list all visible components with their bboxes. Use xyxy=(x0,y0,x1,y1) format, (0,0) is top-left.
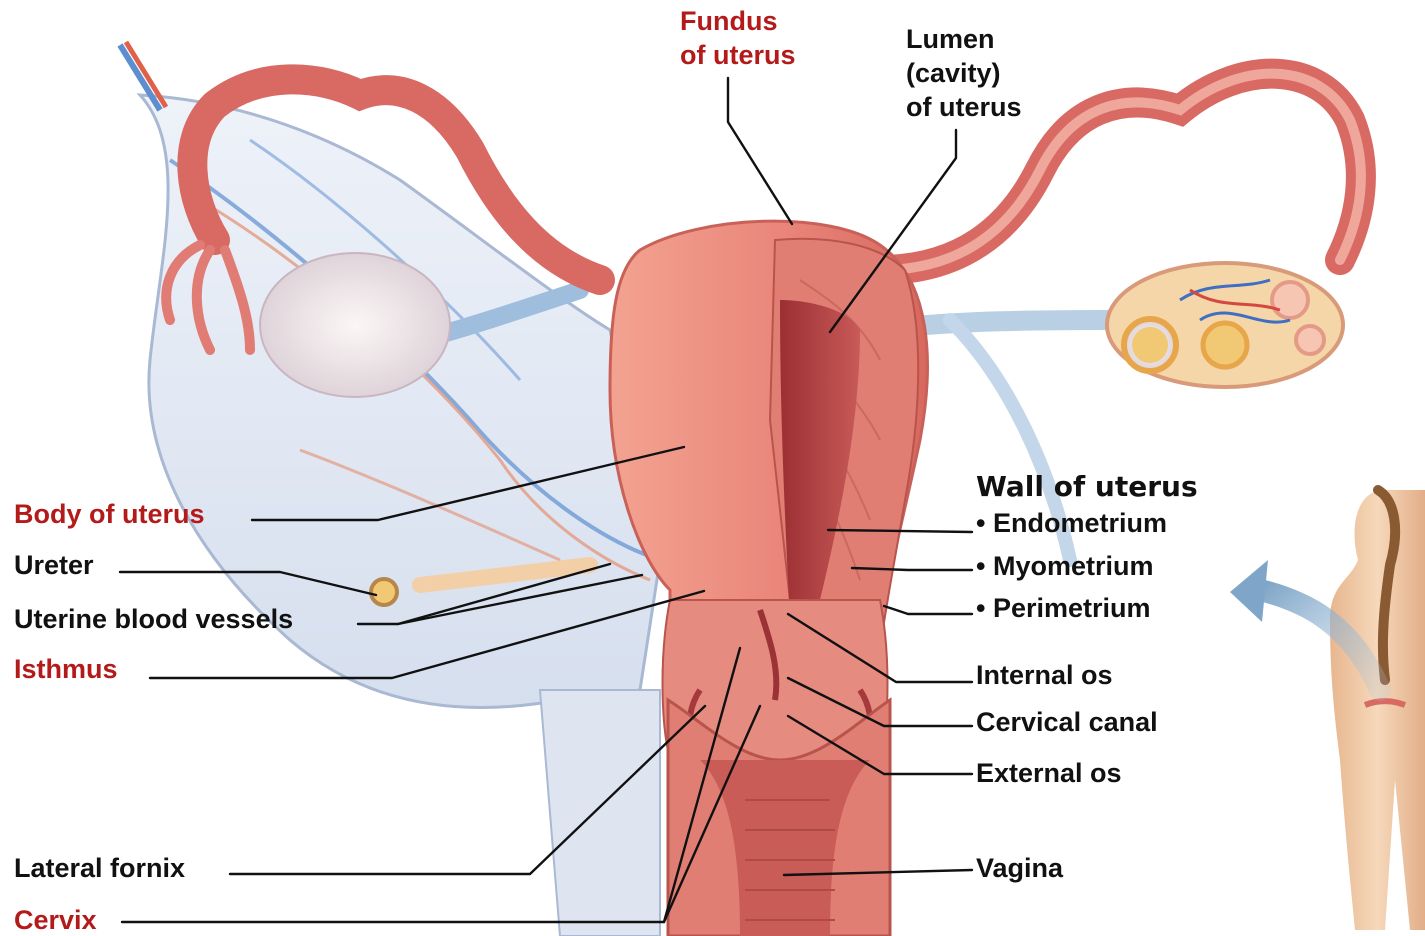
myometrium-label: • Myometrium xyxy=(976,549,1153,583)
perimetrium-label: • Perimetrium xyxy=(976,591,1151,625)
ovary-right xyxy=(1107,263,1343,387)
endometrium-label: • Endometrium xyxy=(976,506,1167,540)
ovary-left xyxy=(260,253,450,397)
leader-perimetrium xyxy=(884,606,972,614)
cervical-canal-label: Cervical canal xyxy=(976,705,1158,739)
lumen-label-line-1: Lumen xyxy=(906,22,1022,56)
lumen-label: Lumen (cavity) of uterus xyxy=(906,22,1022,124)
wall-of-uterus-heading: Wall of uterus xyxy=(976,470,1198,504)
ureter-label: Ureter xyxy=(14,548,94,582)
isthmus-label: Isthmus xyxy=(14,652,118,686)
body-of-uterus-label: Body of uterus xyxy=(14,497,205,531)
ovarian-vessels-cut xyxy=(120,45,160,110)
body-orientation-figure xyxy=(1330,490,1425,930)
orientation-arrowhead xyxy=(1230,560,1268,622)
cervix-label: Cervix xyxy=(14,903,97,936)
fundus-label: Fundus of uterus xyxy=(680,4,796,72)
lateral-fornix-label: Lateral fornix xyxy=(14,851,185,885)
leader-myometrium xyxy=(852,568,972,570)
ureter-section xyxy=(371,579,397,605)
fundus-label-line-1: Fundus xyxy=(680,4,796,38)
lumen-label-line-3: of uterus xyxy=(906,90,1022,124)
external-os-label: External os xyxy=(976,756,1122,790)
leader-fundus xyxy=(728,78,792,224)
internal-os-label: Internal os xyxy=(976,658,1113,692)
uterine-blood-vessels-label: Uterine blood vessels xyxy=(14,602,293,636)
lumen-label-line-2: (cavity) xyxy=(906,56,1022,90)
vagina-label: Vagina xyxy=(976,851,1063,885)
fundus-label-line-2: of uterus xyxy=(680,38,796,72)
